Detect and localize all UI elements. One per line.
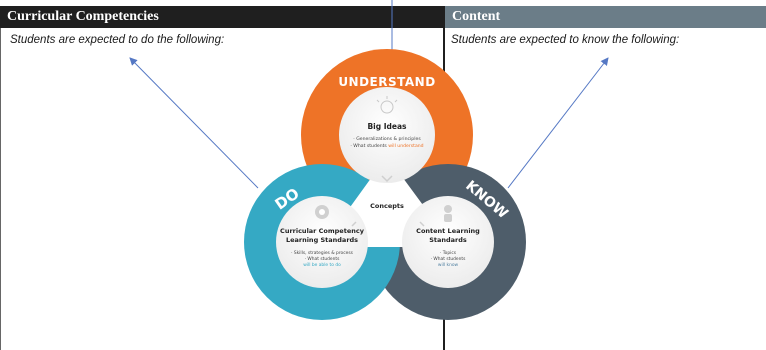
curricular-bullet2: · What students xyxy=(305,256,341,262)
content-subtitle: Students are expected to know the follow… xyxy=(451,34,680,46)
curricular-title-2: Learning Standards xyxy=(286,236,358,244)
content-bullet1: · Topics xyxy=(440,250,457,256)
big-ideas-bullet2: · What students will understand xyxy=(350,143,423,149)
curricular-highlight: will be able to do xyxy=(303,262,341,268)
gear-icon xyxy=(315,205,329,219)
big-ideas-highlight: will understand xyxy=(388,143,423,149)
content-header: Content xyxy=(445,6,766,28)
content-title-2: Standards xyxy=(429,236,467,244)
left-border xyxy=(0,28,1,350)
person-icon xyxy=(444,205,452,222)
chevron-icons xyxy=(351,175,425,227)
understand-label: UNDERSTAND xyxy=(338,75,435,89)
curricular-bullet1: · Skills, strategies & process xyxy=(291,250,354,256)
big-ideas-disc xyxy=(339,87,435,183)
content-highlight: will know xyxy=(438,262,459,268)
lightbulb-icon xyxy=(376,96,398,114)
content-disc xyxy=(402,196,494,288)
curricular-subtitle: Students are expected to do the followin… xyxy=(10,34,225,46)
content-title-1: Content Learning xyxy=(416,227,480,235)
curricular-disc xyxy=(276,196,368,288)
arrow-left xyxy=(129,57,259,189)
curricular-title-1: Curricular Competency xyxy=(280,227,365,235)
arrow-right xyxy=(507,57,609,189)
big-ideas-bullet2-prefix: · What students xyxy=(350,143,388,149)
concepts-label: Concepts xyxy=(370,202,404,210)
content-bullet2: · What students xyxy=(431,256,467,262)
big-ideas-title: Big Ideas xyxy=(367,122,407,131)
curricular-competencies-header: Curricular Competencies xyxy=(0,6,443,28)
big-ideas-bullet1: · Generalizations & principles xyxy=(353,136,421,142)
